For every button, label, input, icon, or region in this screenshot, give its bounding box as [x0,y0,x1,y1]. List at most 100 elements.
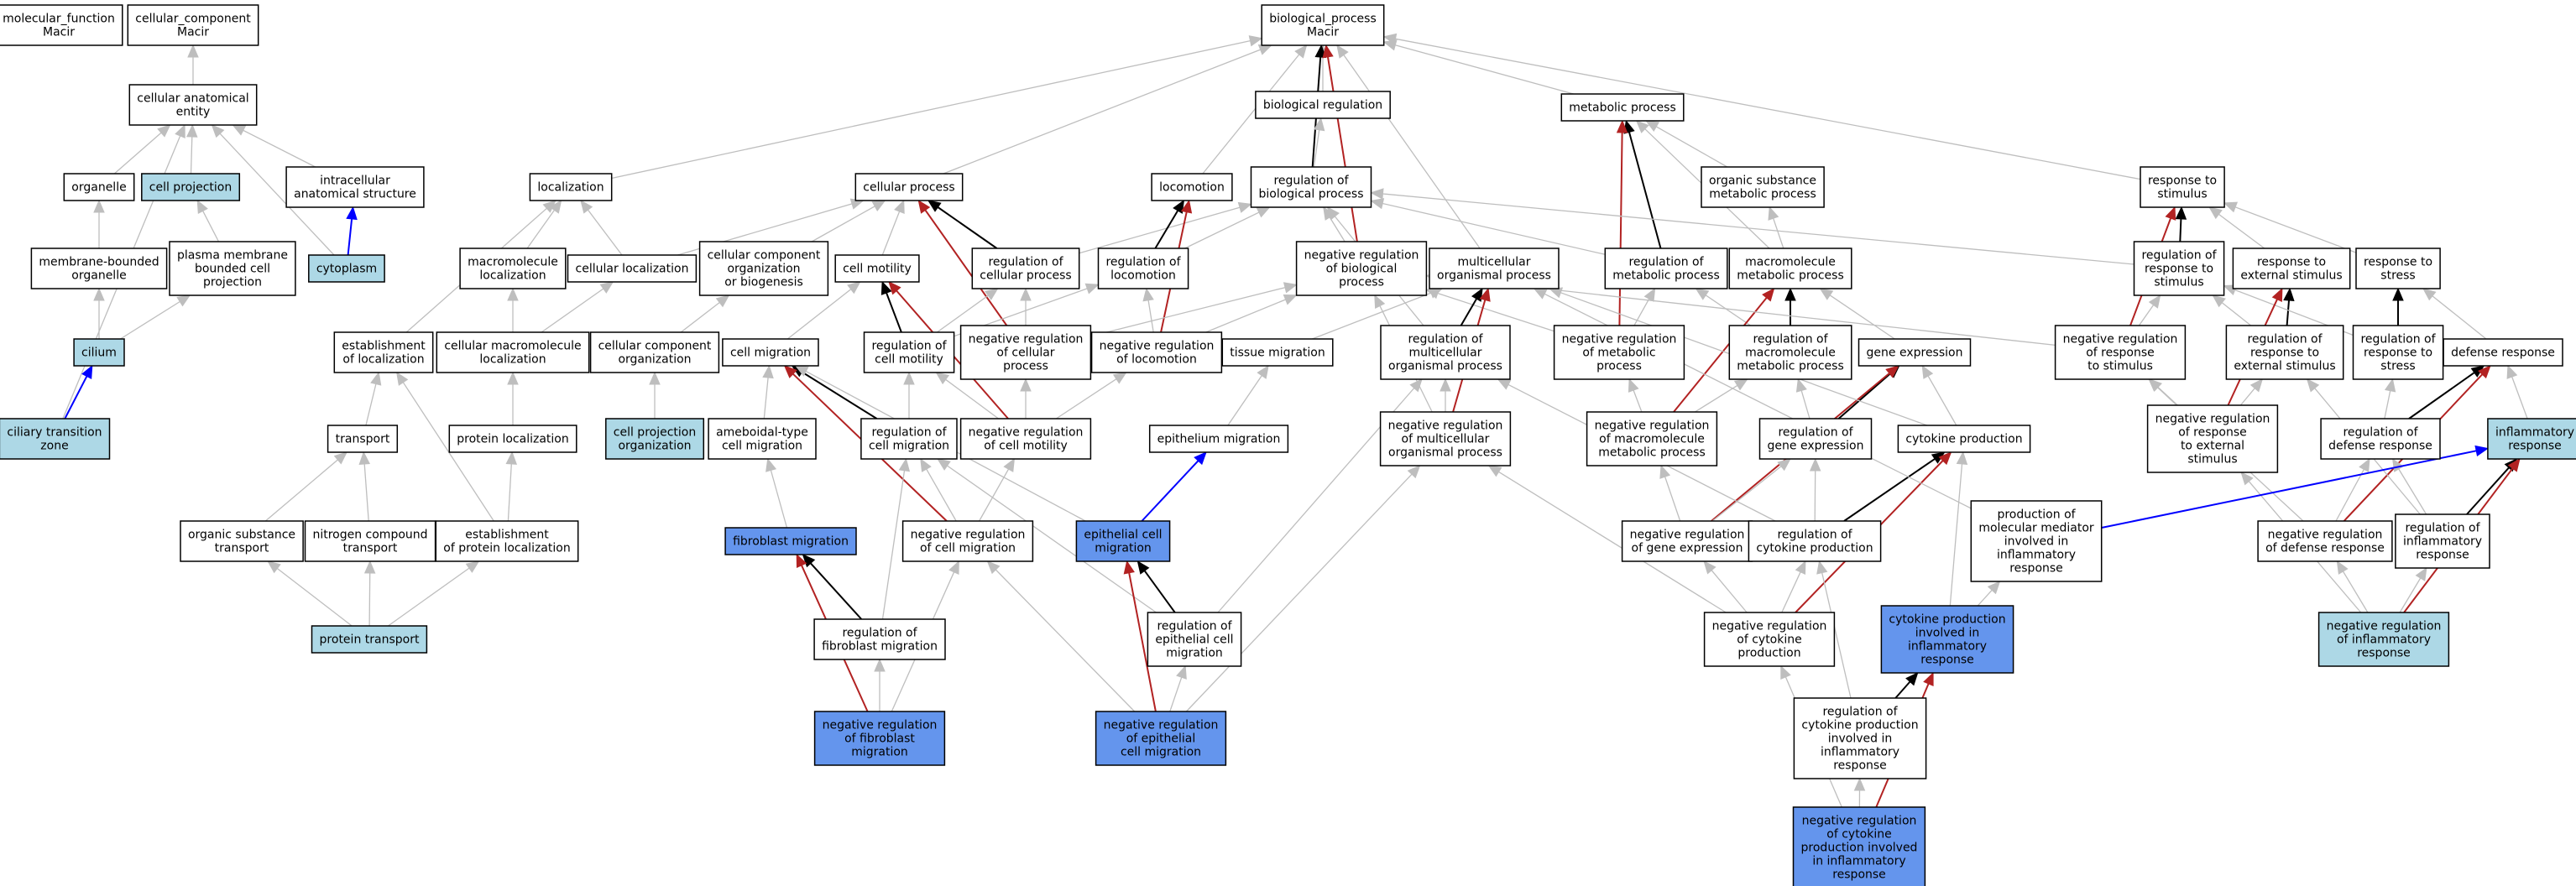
node-box[interactable] [959,325,1092,380]
node-box[interactable] [311,625,428,654]
node-box[interactable] [180,520,304,562]
node-box[interactable] [30,248,168,289]
node-box[interactable] [1793,697,1927,779]
node-box[interactable] [1255,91,1391,119]
node-organelle[interactable]: organelle [63,173,135,201]
node-epithelium-migration[interactable]: epithelium migration [1148,425,1289,453]
node-biological-regulation[interactable]: biological regulation [1255,91,1391,119]
node-box[interactable] [448,425,577,453]
node-transport[interactable]: transport [327,425,399,453]
node-box[interactable] [959,418,1092,460]
node-box[interactable] [2443,338,2563,367]
node-box[interactable] [1621,520,1753,562]
node-box[interactable] [459,248,567,289]
node-box[interactable] [854,173,964,201]
node-box[interactable] [0,418,111,460]
node-box[interactable] [1250,166,1372,208]
node-protein-localization[interactable]: protein localization [448,425,577,453]
node-tissue-migration[interactable]: tissue migration [1221,338,1334,367]
node-box[interactable] [1970,500,2103,582]
node-box[interactable] [1151,173,1233,201]
node-box[interactable] [722,338,819,367]
node-box[interactable] [2054,325,2187,380]
node-box[interactable] [2320,418,2441,460]
node-box[interactable] [860,418,958,460]
node-box[interactable] [813,618,946,660]
node-box[interactable] [2232,248,2351,289]
node-cytoplasm[interactable]: cytoplasm [308,254,385,283]
node-fibroblast-migration[interactable]: fibroblast migration [724,527,857,555]
node-box[interactable] [901,520,1034,562]
node-cilium[interactable]: cilium [73,338,125,367]
node-box[interactable] [698,241,829,296]
node-box[interactable] [169,241,296,296]
node-box[interactable] [304,520,436,562]
node-box[interactable] [1703,612,1836,667]
node-cell-motility[interactable]: cell motility [834,254,920,283]
node-box[interactable] [0,4,123,46]
node-box[interactable] [2395,513,2490,569]
node-box[interactable] [1586,411,1718,466]
node-box[interactable] [1147,612,1242,667]
node-box[interactable] [1221,338,1334,367]
node-cell-projection[interactable]: cell projection [141,173,241,201]
node-box[interactable] [529,173,613,201]
node-defense-response[interactable]: defense response [2443,338,2563,367]
node-box[interactable] [436,331,590,373]
node-box[interactable] [2355,248,2441,289]
node-box[interactable] [863,331,955,373]
node-cytokine-production[interactable]: cytokine production [1897,425,2031,453]
node-box[interactable] [2140,166,2225,208]
node-box[interactable] [1728,248,1852,289]
node-box[interactable] [333,331,434,373]
node-box[interactable] [567,254,698,283]
node-box[interactable] [2487,418,2576,460]
node-cell-migration[interactable]: cell migration [722,338,819,367]
node-box[interactable] [1560,93,1685,122]
node-box[interactable] [1553,325,1685,380]
node-box[interactable] [813,711,946,766]
node-box[interactable] [1701,166,1825,208]
node-box[interactable] [708,418,817,460]
node-box[interactable] [1148,425,1289,453]
node-box[interactable] [1758,418,1873,460]
